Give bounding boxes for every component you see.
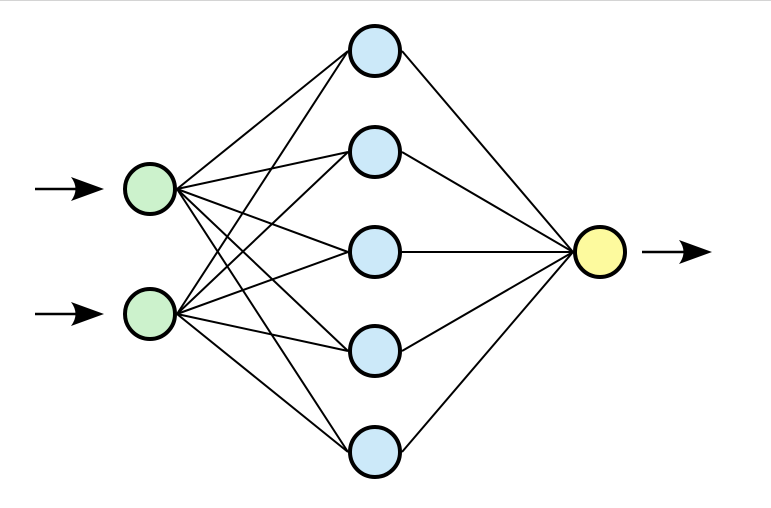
- hidden-node-4: [348, 324, 402, 378]
- edge-in2-h1: [176, 50, 349, 315]
- hidden-node-3: [348, 225, 402, 279]
- edge-in2-h3: [176, 251, 349, 315]
- edge-in1-h3: [176, 188, 349, 253]
- output-arrow-head-icon: [679, 240, 712, 264]
- input-node-2: [123, 287, 177, 341]
- edge-h2-out1: [401, 151, 574, 253]
- hidden-node-2: [348, 125, 402, 179]
- edge-h4-out1: [401, 251, 574, 352]
- edge-in1-h5: [176, 188, 349, 453]
- edge-in2-h4: [176, 313, 349, 352]
- input-node-1: [123, 162, 177, 216]
- edge-in1-h4: [176, 188, 349, 352]
- edge-in2-h5: [176, 313, 349, 453]
- edge-in1-h1: [176, 50, 349, 190]
- input-arrow-2-head-icon: [71, 302, 104, 326]
- edge-h5-out1: [401, 251, 574, 453]
- hidden-node-5: [348, 425, 402, 479]
- edge-h1-out1: [401, 50, 574, 253]
- input-arrow-1-head-icon: [71, 177, 104, 201]
- output-node-1: [573, 225, 627, 279]
- hidden-node-1: [348, 24, 402, 78]
- edge-in2-h2: [176, 151, 349, 315]
- edge-in1-h2: [176, 151, 349, 190]
